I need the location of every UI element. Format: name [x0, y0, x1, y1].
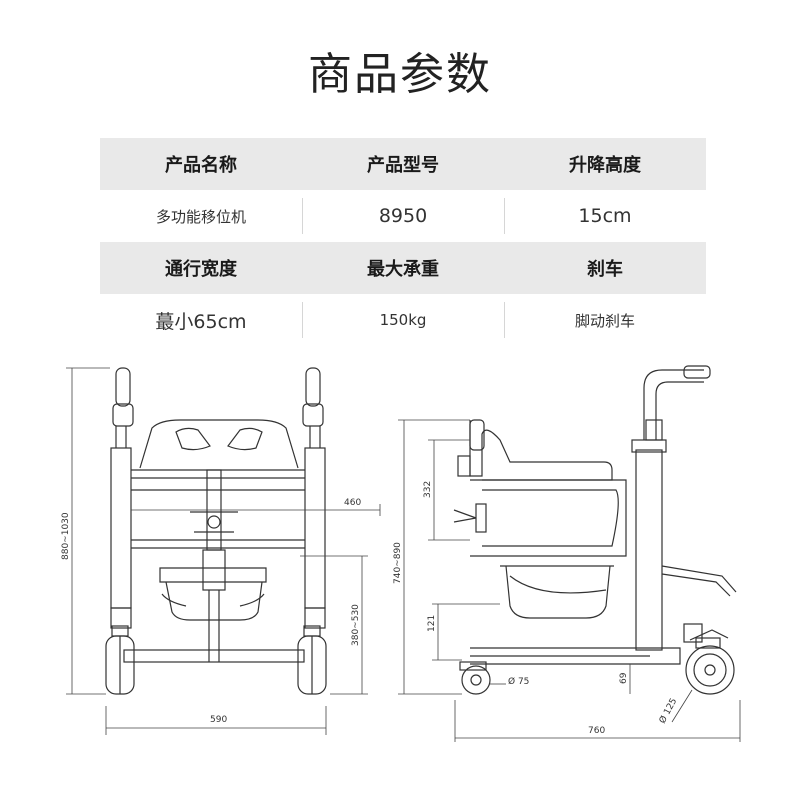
spec-value-row-2: 蕞小65cm 150kg 脚动刹车 — [100, 294, 706, 346]
spec-header-model: 产品型号 — [367, 155, 439, 176]
spec-value-row-1: 多功能移位机 8950 15cm — [100, 190, 706, 242]
front-view-drawing — [105, 367, 327, 695]
spec-header-pass-width: 通行宽度 — [165, 259, 237, 280]
spec-header-row-1: 产品名称 产品型号 升降高度 — [100, 138, 706, 190]
dim-side-wheel-75: Ø 75 — [508, 676, 529, 687]
dim-front-590: 590 — [210, 715, 227, 725]
dim-side-760: 760 — [588, 726, 605, 736]
spec-header-brake: 刹车 — [587, 259, 623, 280]
spec-header-lift-height: 升降高度 — [569, 155, 641, 176]
dim-side-121: 121 — [427, 615, 437, 632]
spec-header-row-2: 通行宽度 最大承重 刹车 — [100, 242, 706, 294]
dim-front-460: 460 — [344, 498, 361, 508]
spec-value-product-name: 多功能移位机 — [155, 207, 246, 226]
spec-value-model: 8950 — [302, 190, 504, 242]
page-title: 商品参数 — [308, 49, 492, 100]
dim-front-height: 880~1030 — [61, 512, 71, 560]
spec-value-brake: 脚动刹车 — [504, 294, 706, 346]
spec-header-product-name: 产品名称 — [165, 155, 237, 176]
dim-side-740-890: 740~890 — [393, 542, 403, 584]
spec-value-max-load: 150kg — [302, 294, 504, 346]
dim-front-seat-height: 380~530 — [351, 604, 361, 646]
dim-side-332: 332 — [423, 481, 433, 498]
dim-side-69: 69 — [619, 672, 629, 684]
dim-side-wheel-125: Ø 125 — [657, 696, 679, 725]
side-view-drawing — [453, 365, 737, 695]
spec-value-pass-width: 蕞小65cm — [155, 310, 247, 333]
spec-value-lift-height: 15cm — [504, 190, 706, 242]
spec-table: 产品名称 产品型号 升降高度 多功能移位机 8950 15cm 通行宽度 最大承… — [100, 138, 706, 346]
spec-header-max-load: 最大承重 — [367, 259, 439, 280]
